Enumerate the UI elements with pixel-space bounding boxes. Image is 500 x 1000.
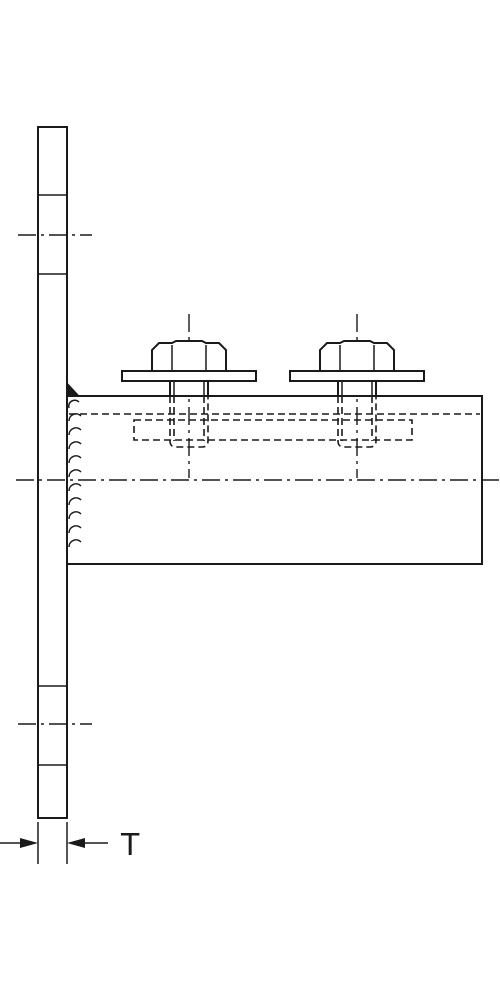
bolt-right-shank — [337, 380, 377, 397]
bolt-right-washer — [289, 370, 425, 382]
base-plate — [37, 126, 68, 819]
thickness-dimension: T — [0, 822, 140, 864]
bolt-left-head — [151, 340, 227, 372]
bolt-right — [289, 314, 425, 478]
bolt-right-head — [319, 340, 395, 372]
bolt-left-washer — [121, 370, 257, 382]
bolt-left-shank — [169, 380, 209, 397]
thickness-label: T — [120, 828, 140, 863]
bolt-left — [121, 314, 257, 478]
weld-bead — [66, 381, 82, 548]
